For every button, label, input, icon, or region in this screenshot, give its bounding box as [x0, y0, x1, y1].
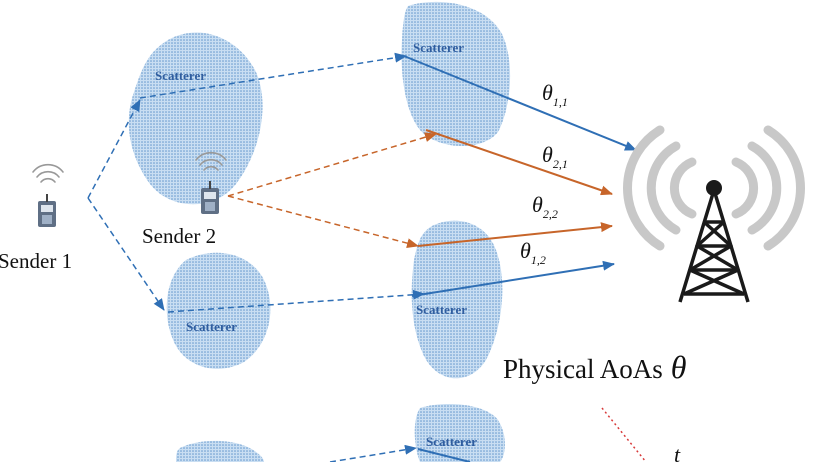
path-theta-1-1: [403, 55, 637, 151]
scatterer-2: Scatterer: [401, 1, 511, 147]
sender1-path-to-scatterer2: [139, 52, 407, 99]
sender1-paths: [87, 52, 425, 462]
path-theta-2-2: [417, 222, 613, 247]
antenna-tower-icon: [623, 125, 805, 303]
path-theta-1-2: [411, 260, 615, 297]
sender-2-label: Sender 2: [142, 224, 216, 248]
sender-1-label: Sender 1: [0, 249, 72, 273]
path-bottom-partial: [417, 448, 471, 462]
wifi-signal-icon: [32, 163, 64, 183]
scatterer-4-label: Scatterer: [416, 302, 467, 317]
scatterer-1: Scatterer: [128, 32, 263, 205]
scatterer-6: [176, 440, 264, 462]
wifi-signal-icon: [195, 151, 227, 171]
scatterer-4: Scatterer: [411, 220, 503, 379]
sender2-path-up: [227, 132, 437, 197]
scatterer-3: Scatterer: [166, 252, 271, 369]
radio-device-icon: [38, 194, 56, 227]
sender1-path-to-scatterer4: [167, 289, 425, 313]
red-dotted-line: [601, 407, 647, 462]
scatterer-5-label: Scatterer: [426, 434, 477, 449]
angle-label-2-2: θ2,2: [532, 192, 558, 221]
sender-1: Sender 1: [0, 163, 72, 273]
angle-label-1-1: θ1,1: [542, 80, 568, 109]
sender2-path-down: [227, 195, 419, 249]
sender1-path-down: [87, 197, 165, 311]
sender1-path-bottom: [329, 444, 417, 462]
scatterer-3-label: Scatterer: [186, 319, 237, 334]
sender-2: Sender 2: [142, 151, 227, 248]
sender2-paths: [227, 132, 437, 249]
path-theta-2-1: [425, 129, 613, 196]
angle-label-2-1: θ2,1: [542, 142, 568, 171]
angle-label-1-2: θ1,2: [520, 238, 546, 267]
scatterer-1-label: Scatterer: [155, 68, 206, 83]
bottom-symbol: t: [674, 442, 681, 462]
radio-device-icon: [201, 181, 219, 214]
sender1-path-up: [87, 99, 141, 199]
scatterer-5: Scatterer: [414, 404, 505, 462]
scatterer-2-label: Scatterer: [413, 40, 464, 55]
